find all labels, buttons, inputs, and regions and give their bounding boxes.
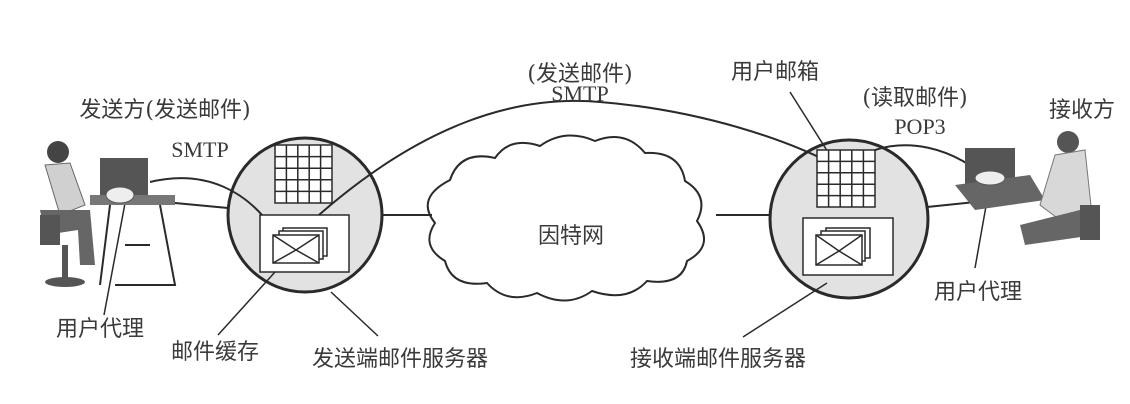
- user-agent-right-label: 用户代理: [933, 280, 1023, 305]
- sender-protocol-label: SMTP: [171, 137, 229, 162]
- receiver-label: 接收方: [1048, 98, 1116, 123]
- internet-label: 因特网: [537, 224, 605, 249]
- send-mail-label: (发送邮件): [527, 62, 633, 87]
- read-mail-label: (读取邮件): [862, 86, 968, 111]
- user-agent-left-label: 用户代理: [55, 317, 145, 342]
- mail-cache-label: 邮件缓存: [170, 340, 260, 365]
- receiver-person-icon: [955, 131, 1100, 245]
- recv-server-label: 接收端邮件服务器: [629, 347, 807, 372]
- smtp-arc: [299, 99, 841, 233]
- sender-person-icon: [40, 141, 177, 287]
- sender-mailbox-grid: [274, 144, 333, 204]
- receiver-mailbox-grid: [816, 149, 876, 208]
- internet-cloud: [426, 134, 706, 302]
- sender-label: 发送方(发送邮件): [79, 98, 251, 123]
- send-server-label: 发送端邮件服务器: [311, 347, 489, 372]
- pop3-label: POP3: [894, 114, 946, 139]
- smtp-label: SMTP: [551, 81, 609, 106]
- mailbox-label: 用户邮箱: [730, 60, 820, 85]
